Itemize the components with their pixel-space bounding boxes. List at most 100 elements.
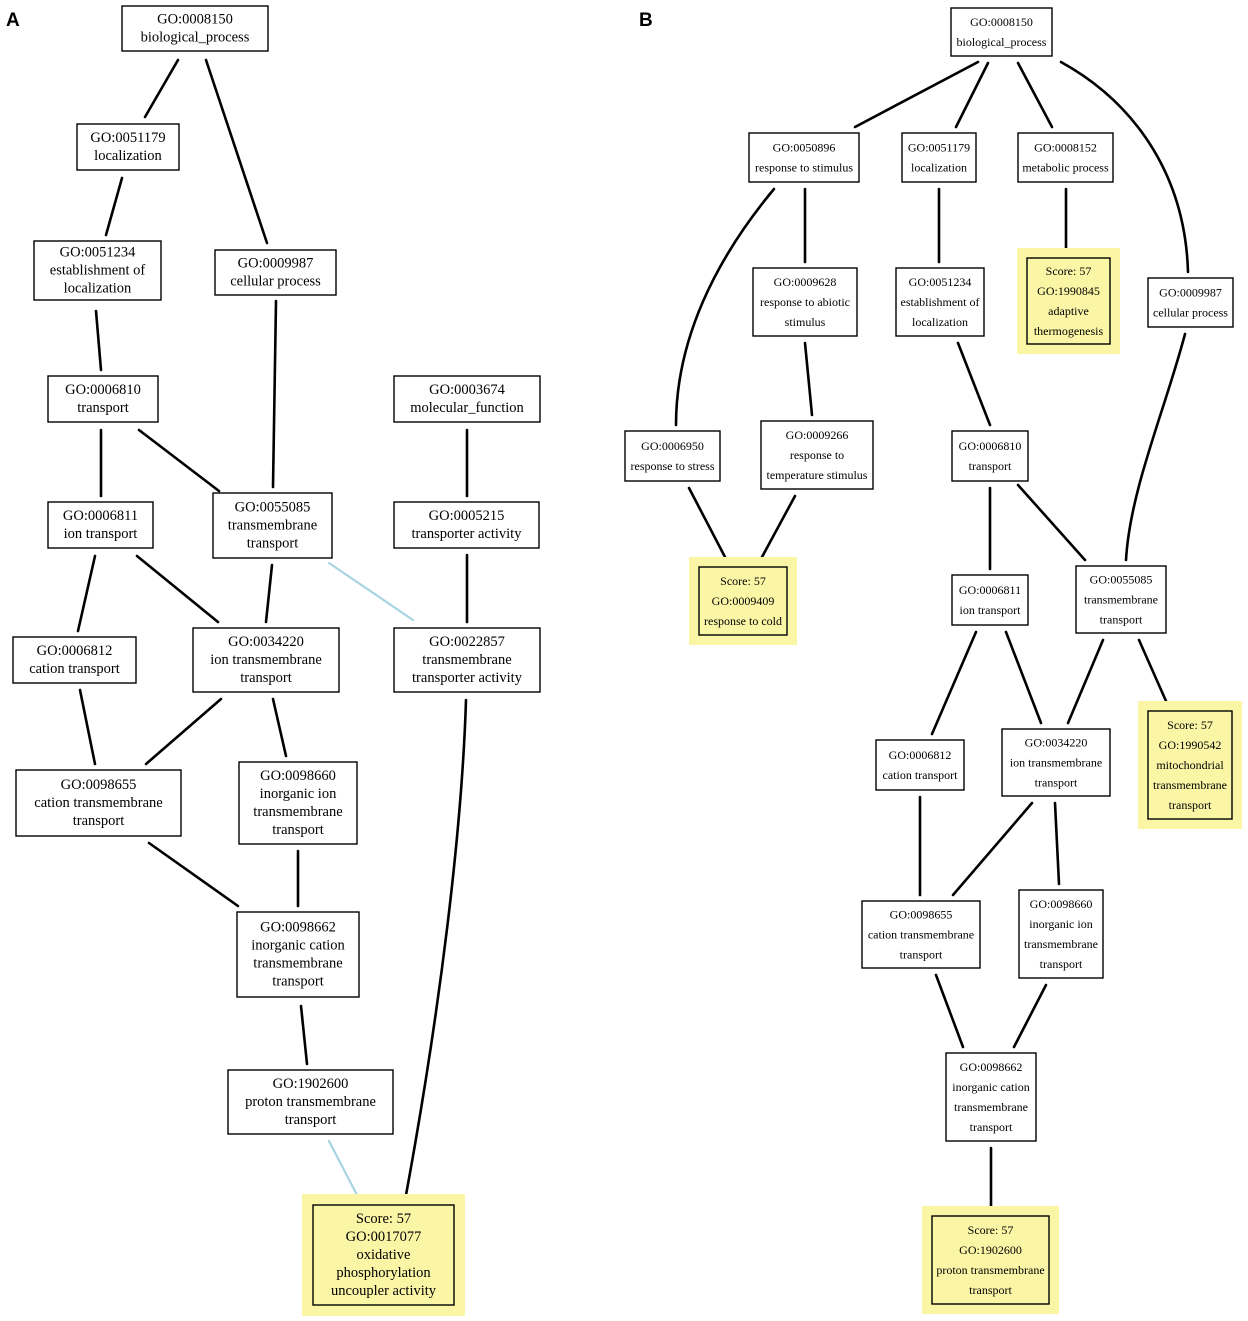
node-box	[1017, 132, 1114, 183]
node-label-line: transmembrane	[1024, 937, 1098, 951]
node-label-line: transport	[1169, 798, 1212, 812]
node-box	[227, 1069, 394, 1135]
node-box	[950, 7, 1053, 57]
edge-b_98660-to-b_98662	[1012, 983, 1048, 1049]
edge-b_9266-to-b_9409	[760, 494, 797, 559]
node-label-line: GO:0006811	[959, 583, 1021, 597]
node-label-line: temperature stimulus	[767, 468, 868, 482]
edge-b_51234-to-b_6810	[956, 341, 992, 427]
node-box	[47, 375, 159, 423]
node-label-line: localization	[64, 281, 132, 297]
edge-b_55085-to-b_1990542	[1137, 638, 1168, 703]
node-label-line: transporter activity	[412, 526, 523, 542]
node-score-label: Score: 57	[1046, 264, 1092, 278]
node-label-line: localization	[912, 315, 968, 329]
edge-b_8150-to-b_51179	[954, 61, 990, 129]
node-label-line: cation transport	[883, 768, 959, 782]
node-label-line: GO:1902600	[273, 1076, 349, 1092]
node-label-line: GO:0098662	[260, 920, 336, 936]
node-box	[192, 627, 340, 693]
node-label-line: GO:0006811	[63, 508, 138, 524]
edge-b_50896-to-b_6950	[674, 187, 776, 427]
edge-b_6950-to-b_9409	[687, 486, 727, 559]
panel-a-edges	[76, 58, 469, 1197]
node-label-line: GO:0051234	[909, 275, 972, 289]
node-box	[1001, 728, 1111, 797]
node-label-line: inorganic cation	[952, 1080, 1029, 1094]
node-box	[393, 375, 541, 423]
node-label-line: response to stress	[631, 459, 715, 473]
node-box	[12, 636, 137, 684]
node-label-line: biological_process	[141, 30, 250, 46]
node-label-line: transport	[969, 1283, 1012, 1297]
edge-a_55085-to-a_34220	[264, 563, 274, 624]
node-score-label: Score: 57	[968, 1223, 1014, 1237]
node-box	[15, 769, 182, 837]
node-label-line: GO:0050896	[773, 141, 836, 155]
node-label-line: proton transmembrane	[245, 1094, 376, 1110]
node-box	[76, 123, 180, 171]
edge-a_51234-to-a_6810	[94, 309, 103, 372]
node-box	[212, 492, 333, 559]
node-box	[1147, 710, 1233, 820]
node-label-line: ion transmembrane	[210, 652, 322, 668]
edge-a_9987-to-a_55085	[271, 299, 278, 489]
node-label-line: cation transport	[29, 661, 120, 677]
node-label-line: GO:0017077	[346, 1229, 422, 1245]
node-label-line: transmembrane	[1084, 593, 1158, 607]
panel-a-nodes: GO:0008150 biological_processGO:0051179lo…	[12, 5, 541, 1316]
node-label-line: GO:0034220	[1025, 736, 1088, 750]
edge-b_8150-to-b_50896	[853, 60, 980, 129]
edge-a_6810-to-a_55085	[137, 428, 221, 493]
node-label-line: stimulus	[785, 315, 826, 329]
node-label-line: establishment of	[50, 263, 146, 279]
node-label-line: GO:0051179	[908, 141, 970, 155]
node-box	[901, 132, 977, 183]
node-label-line: response to stimulus	[755, 161, 853, 175]
node-label-line: transport	[247, 536, 299, 552]
node-label-line: transporter activity	[412, 670, 523, 686]
node-box	[752, 267, 858, 337]
node-label-line: GO:1990542	[1159, 738, 1222, 752]
node-box	[951, 574, 1029, 626]
edge-a_8150-to-a_9987	[204, 58, 269, 245]
node-label-line: GO:0009409	[712, 594, 775, 608]
node-label-line: localization	[94, 148, 162, 164]
node-box	[875, 739, 965, 791]
edge-a_6812-to-a_98655	[78, 688, 97, 766]
node-box	[47, 501, 154, 549]
edge-b_34220-to-b_98660	[1053, 801, 1061, 886]
node-label-line: ion transport	[960, 603, 1022, 617]
node-label-line: proton transmembrane	[936, 1263, 1044, 1277]
edge-a_8150-to-a_51179	[143, 58, 180, 119]
node-label-line: GO:0009987	[238, 256, 314, 272]
panel-b-letter: B	[639, 10, 653, 31]
go-term-node: GO:0006811 ion transport	[951, 574, 1029, 626]
node-label-line: metabolic process	[1022, 161, 1109, 175]
node-label-line: transport	[73, 813, 125, 829]
node-label-line: GO:0055085	[1090, 573, 1153, 587]
edge-a_22857-to-a_17077	[404, 698, 468, 1197]
node-label-line: transport	[900, 948, 943, 962]
edge-a_6811-to-a_6812	[76, 554, 97, 633]
go-term-node: Score: 57GO:1990542mitochondrialtransmem…	[1138, 701, 1242, 829]
node-label-line: GO:0008150	[157, 12, 233, 28]
node-score-label: Score: 57	[720, 574, 766, 588]
go-term-node: GO:0008150 biological_process	[121, 5, 269, 52]
node-box	[1147, 277, 1234, 328]
node-label-line: ion transmembrane	[1010, 756, 1102, 770]
